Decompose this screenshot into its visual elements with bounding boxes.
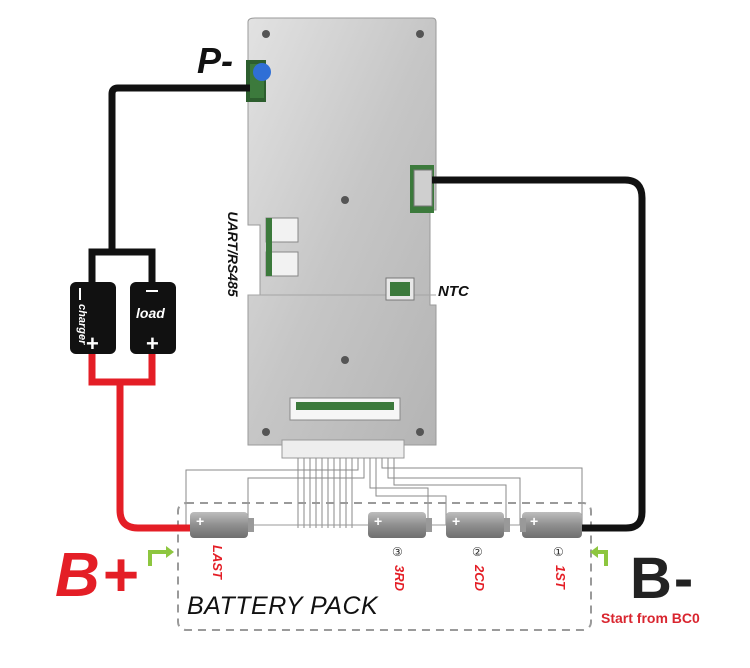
cell-last-plus: + xyxy=(196,513,205,529)
load-plus-sign: + xyxy=(146,331,159,356)
p-minus-label: P- xyxy=(197,40,233,81)
b-minus-label: B- xyxy=(630,546,696,611)
cell-2cd-plus: + xyxy=(452,513,461,529)
balance-leads xyxy=(185,458,583,528)
cell-1st-label: 1ST xyxy=(553,565,568,589)
p-minus-wire xyxy=(108,84,250,252)
load-terminal xyxy=(130,282,176,354)
ntc-label: NTC xyxy=(438,283,469,300)
b-plus-label: B+ xyxy=(55,541,140,610)
b-plus-wire xyxy=(116,382,190,532)
cell-2cd-label: 2CD xyxy=(472,565,487,592)
cell-3rd-marker: ③ xyxy=(392,545,403,559)
cell-1st-plus: + xyxy=(530,513,539,529)
charger-plus-sign: + xyxy=(86,331,99,356)
battery-pack-label: BATTERY PACK xyxy=(187,592,379,620)
cell-3rd-label: 3RD xyxy=(392,565,407,592)
b-plus-arrow-icon xyxy=(148,550,166,566)
load-label: load xyxy=(136,305,165,321)
cell-last xyxy=(190,512,254,538)
cell-3rd xyxy=(368,512,432,538)
b-minus-arrow-icon xyxy=(596,550,608,566)
b-minus-wire xyxy=(432,176,646,532)
cell-1st xyxy=(520,512,582,538)
cell-1st-marker: ① xyxy=(553,545,564,559)
cell-3rd-plus: + xyxy=(374,513,383,529)
cell-2cd xyxy=(446,512,510,538)
bms-board xyxy=(246,17,437,459)
uart-label: UART/RS485 xyxy=(225,211,241,297)
cell-last-label: LAST xyxy=(210,545,225,579)
cell-2cd-marker: ② xyxy=(472,545,483,559)
start-note: Start from BC0 xyxy=(601,610,700,626)
battery-pack-box xyxy=(177,502,592,631)
charger-terminal xyxy=(70,282,116,354)
